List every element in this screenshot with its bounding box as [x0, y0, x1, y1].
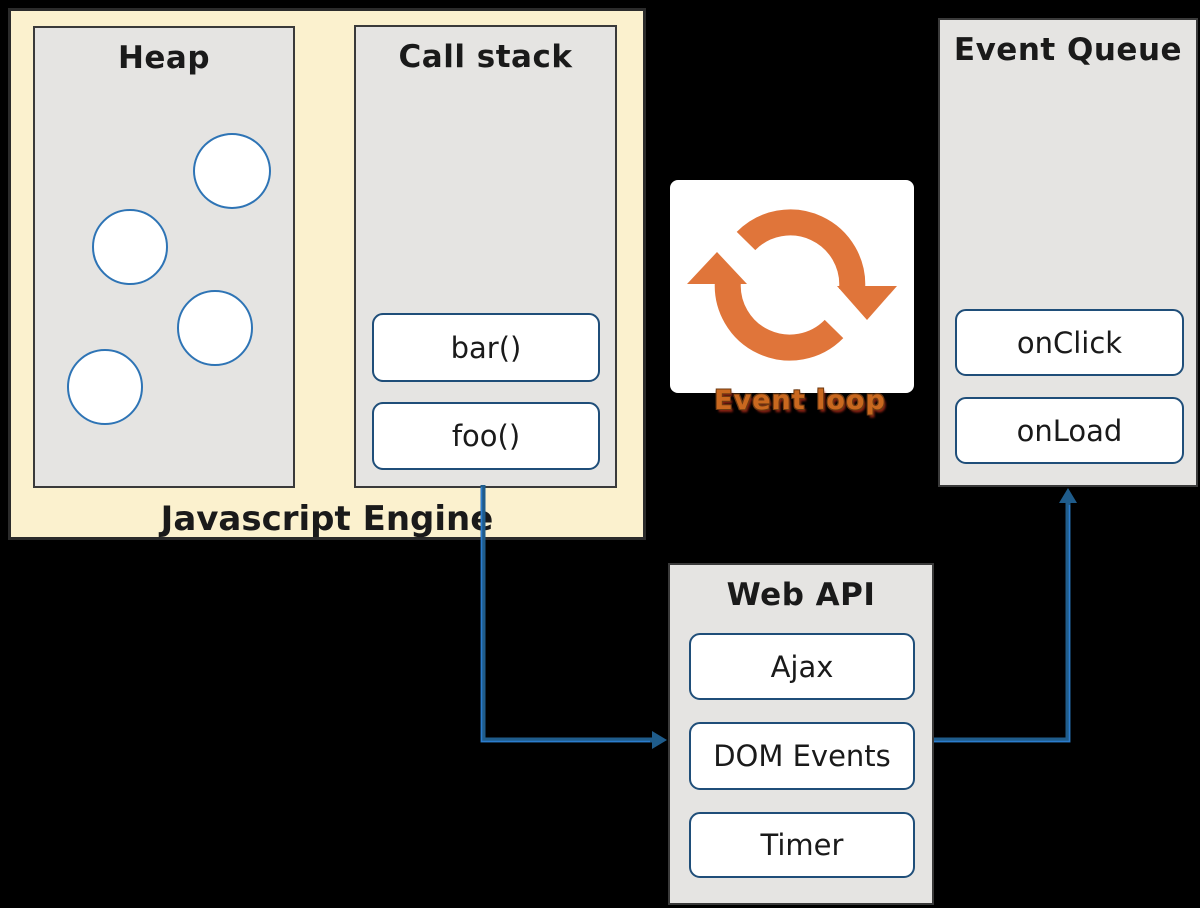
- heap-object-circle: [193, 133, 271, 209]
- heap-object-circle: [67, 349, 143, 425]
- event-queue-panel: Event Queue onClick onLoad: [938, 18, 1198, 487]
- heap-panel: Heap: [33, 26, 295, 488]
- cycle-arrows-icon: [687, 209, 897, 361]
- api-item-timer: Timer: [689, 812, 915, 878]
- web-api-panel: Web API Ajax DOM Events Timer: [668, 563, 934, 905]
- event-queue-title: Event Queue: [953, 32, 1183, 68]
- stack-frame-bar: bar(): [372, 313, 600, 382]
- heap-object-circle: [92, 209, 168, 285]
- event-loop-label: Event loop: [714, 385, 886, 416]
- up-arrowhead: [1059, 488, 1077, 503]
- call-stack-panel: Call stack bar() foo(): [354, 25, 617, 488]
- down-arrowhead: [837, 286, 897, 320]
- web-api-title: Web API: [726, 577, 876, 613]
- api-item-dom-events: DOM Events: [689, 722, 915, 790]
- up-arrowhead: [687, 252, 747, 284]
- stack-frame-foo: foo(): [372, 402, 600, 470]
- heap-title: Heap: [117, 40, 211, 76]
- api-item-ajax: Ajax: [689, 633, 915, 700]
- javascript-engine-box: Heap Call stack bar() foo(): [8, 8, 646, 540]
- right-arrowhead: [652, 731, 667, 749]
- heap-object-circle: [177, 290, 253, 366]
- queue-item-onload: onLoad: [955, 397, 1184, 464]
- javascript-engine-label: Javascript Engine: [160, 499, 494, 539]
- event-loop-panel: [670, 180, 914, 393]
- call-stack-title: Call stack: [398, 39, 573, 75]
- queue-item-onclick: onClick: [955, 309, 1184, 376]
- connector-web-api-to-event-queue: [934, 503, 1071, 743]
